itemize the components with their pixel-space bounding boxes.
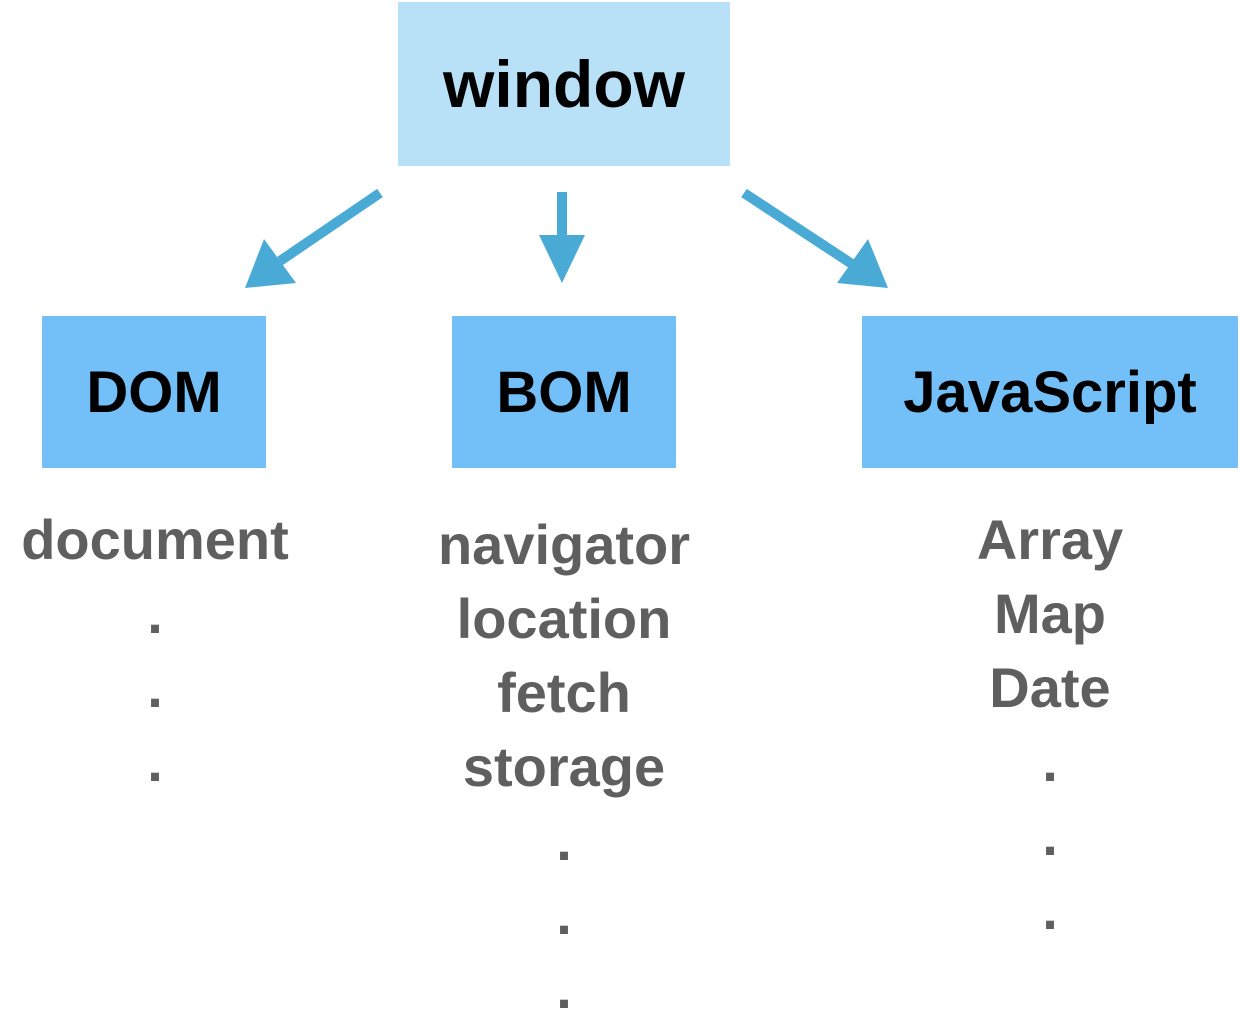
list-item: fetch: [497, 661, 631, 724]
list-item: .: [556, 957, 572, 1020]
bom-label: BOM: [496, 359, 632, 425]
bom-node: BOM: [452, 316, 676, 468]
list-item: .: [147, 582, 163, 645]
javascript-label: JavaScript: [903, 359, 1197, 425]
list-item: .: [1042, 804, 1058, 867]
bom-members: navigator location fetch storage . . .: [414, 508, 714, 1026]
list-item: location: [456, 587, 672, 650]
list-item: navigator: [437, 513, 691, 576]
arrow-to-javascript: [741, 188, 888, 288]
window-node: window: [398, 2, 730, 166]
list-item: .: [1042, 730, 1058, 793]
list-item: .: [556, 809, 572, 872]
list-item: Date: [989, 656, 1111, 719]
list-item: .: [556, 883, 572, 946]
arrow-to-dom: [245, 188, 383, 288]
arrow-to-bom: [539, 192, 585, 283]
dom-members: document . . .: [0, 503, 310, 799]
window-label: window: [443, 47, 685, 121]
list-item: .: [147, 730, 163, 793]
javascript-node: JavaScript: [862, 316, 1238, 468]
dom-node: DOM: [42, 316, 266, 468]
javascript-members: Array Map Date . . .: [900, 503, 1200, 947]
list-item: .: [147, 656, 163, 719]
dom-label: DOM: [86, 359, 222, 425]
list-item: document: [21, 508, 289, 571]
list-item: .: [1042, 878, 1058, 941]
list-item: Array: [976, 508, 1124, 571]
list-item: Map: [994, 582, 1106, 645]
list-item: storage: [462, 735, 666, 798]
